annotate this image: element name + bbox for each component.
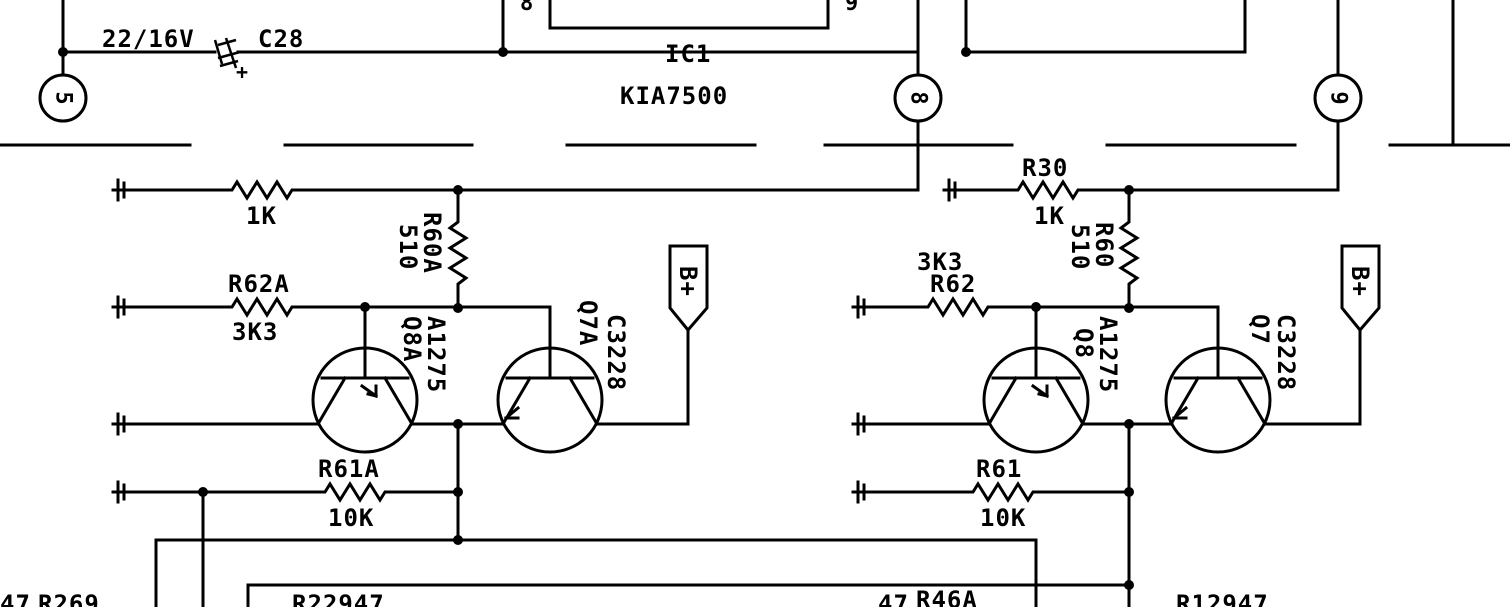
resistor-1k-left: [123, 179, 920, 201]
connector-5-label: 5: [51, 91, 76, 104]
ground-terminal: [111, 480, 127, 504]
resistor-r61a: [123, 481, 460, 503]
bottom-label-r22947: R22947: [292, 590, 385, 607]
r61-name: R61: [976, 455, 1022, 483]
resistor-r60a: [447, 188, 469, 310]
wire-cross-upper: [154, 538, 1038, 607]
ground-terminal: [111, 295, 127, 319]
bottom-label-r12947: R12947: [1176, 590, 1269, 607]
r30-name: R30: [1022, 154, 1068, 182]
q7-name: Q7: [1246, 314, 1274, 345]
right-channel: R30 1K R60 510 3K3 R62 A1275 Q8 C322: [851, 154, 1381, 607]
connector-9-label: 9: [1326, 91, 1351, 104]
ic-pin-left-label: 8: [520, 0, 533, 16]
capacitor-name: C28: [258, 25, 304, 53]
left-channel: 1K R60A 510 R62A 3K3 A1275 Q8A C3228: [111, 178, 920, 607]
capacitor-rating: 22/16V: [102, 25, 195, 53]
wire-q-bases-left: [363, 305, 552, 380]
ground-terminal: [851, 295, 867, 319]
r60a-name: R60A: [418, 212, 446, 274]
ground-terminal: [851, 412, 867, 436]
supply-left-label: B+: [674, 266, 702, 297]
connector-8-label: 8: [906, 91, 931, 104]
resistor-r62: [863, 296, 1038, 318]
top-section: 8 9 22/16V C28 + IC1 KIA7500 5 8 9: [0, 0, 1510, 192]
ground-terminal: [111, 412, 127, 436]
r62-value: 3K3: [917, 248, 963, 276]
q8a-part: A1275: [422, 316, 450, 393]
transistor-q7: [1164, 346, 1272, 454]
r-top-left-value: 1K: [246, 202, 277, 230]
junction: [961, 47, 971, 57]
supply-tag-right: [1340, 244, 1381, 333]
capacitor-hatch: [217, 38, 241, 68]
r62a-value: 3K3: [232, 318, 278, 346]
q7a-part: C3228: [602, 314, 630, 391]
wire-q7-collector: [1263, 328, 1362, 426]
transistor-q7a: [496, 346, 604, 454]
resistor-r60: [1118, 188, 1140, 310]
q8a-name: Q8A: [398, 316, 426, 362]
r60a-value: 510: [394, 224, 422, 270]
r61-value: 10K: [980, 504, 1026, 532]
r60-name: R60: [1090, 222, 1118, 268]
junction: [498, 47, 508, 57]
r61a-name: R61A: [318, 455, 380, 483]
ground-terminal: [111, 178, 127, 202]
q8-name: Q8: [1070, 328, 1098, 359]
resistor-r30: [954, 179, 1340, 201]
junction: [1124, 580, 1134, 590]
q7a-name: Q7A: [574, 300, 602, 346]
ic-part: KIA7500: [620, 82, 728, 110]
ic-body: [548, 0, 830, 30]
bottom-label-47-mid: 47: [878, 590, 909, 607]
ground-terminal: [851, 480, 867, 504]
bottom-label-47-left: 47: [0, 590, 31, 607]
supply-tag-left: [668, 244, 709, 333]
capacitor-polarity: +: [236, 60, 248, 84]
bottom-section: 47 R269 R22947 47 R46A R12947: [0, 535, 1269, 607]
q7-part: C3228: [1272, 314, 1300, 391]
bottom-label-r46a: R46A: [916, 586, 978, 607]
supply-right-label: B+: [1346, 266, 1374, 297]
junction: [453, 535, 463, 545]
transistor-q8: [982, 305, 1090, 454]
wire-cross-lower: [246, 583, 1131, 607]
resistor-r62a: [123, 296, 367, 318]
r61a-value: 10K: [328, 504, 374, 532]
r62-name: R62: [930, 270, 976, 298]
bottom-label-r269: R269: [38, 590, 100, 607]
resistor-r61: [863, 481, 1131, 503]
connector-5: [38, 73, 88, 123]
ic-name: IC1: [665, 40, 711, 68]
ground-terminal: [942, 178, 958, 202]
r60-value: 510: [1066, 224, 1094, 270]
wire-q7a-collector: [595, 328, 690, 426]
r30-value: 1K: [1034, 202, 1065, 230]
capacitor-c28: [213, 37, 241, 69]
ic-pin-right-label: 9: [845, 0, 858, 16]
r62a-name: R62A: [228, 270, 290, 298]
transistor-q8a: [311, 305, 419, 454]
capacitor-plate: [213, 39, 224, 65]
q8-part: A1275: [1094, 316, 1122, 393]
wire-q-bases-right: [1034, 305, 1220, 380]
